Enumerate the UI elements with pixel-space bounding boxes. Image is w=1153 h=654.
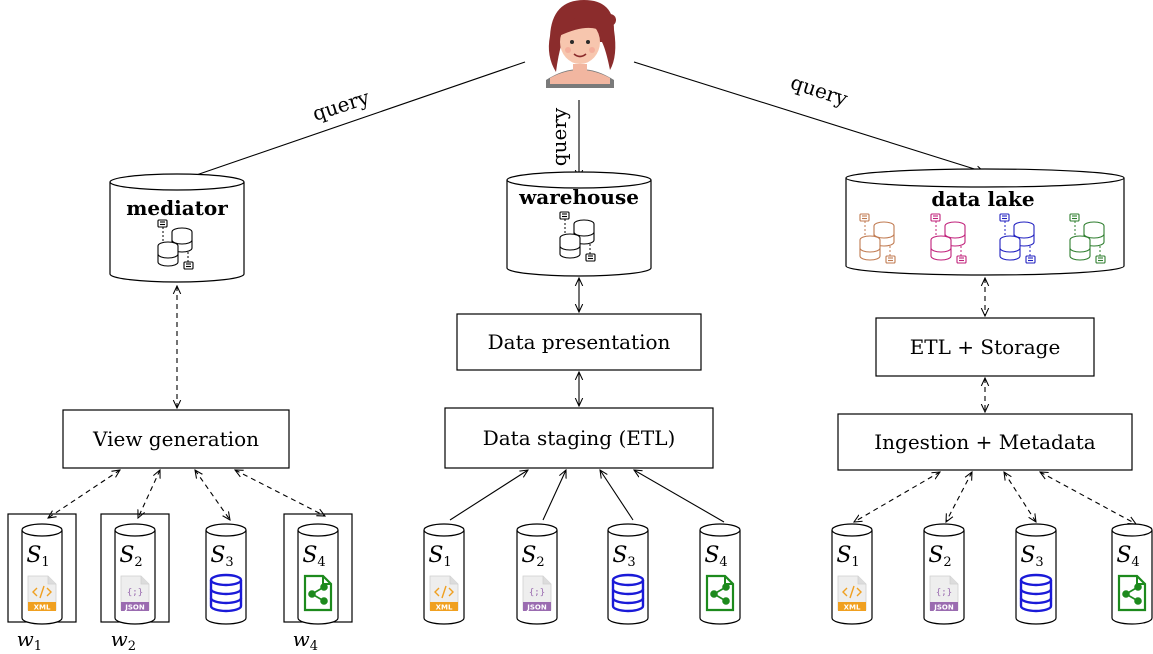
data-staging-box [444,407,714,469]
user-avatar-icon [546,0,616,88]
query-label-mediator: query [309,85,373,126]
query-label-datalake: query [788,70,852,111]
view-link-s2 [138,470,160,518]
svg-text:S1: S1 [836,543,859,570]
svg-text:S2: S2 [119,543,142,570]
svg-text:S1: S1 [26,543,49,570]
svg-text:S3: S3 [612,543,635,570]
query-edge-mediator [176,61,526,182]
wrapper-label-4: w4 [293,627,318,654]
svg-text:S1: S1 [428,543,451,570]
svg-text:S4: S4 [1116,543,1139,570]
ingestion-link-s4 [1040,472,1136,524]
etl-storage-box [875,317,1095,377]
datalake-source-s3: S3 [1015,523,1057,625]
view-link-s4 [235,470,325,516]
warehouse-source-s2: S2 [516,523,558,625]
warehouse-source-s3: S3 [607,523,649,625]
graph-file-icon [1117,574,1147,612]
mediator-source-s1: S1 [21,523,63,625]
etl-storage-label: ETL + Storage [910,335,1061,359]
svg-text:S4: S4 [704,543,727,570]
datalake-source-s4: S4 [1111,523,1153,625]
wrapper-label-2: w2 [111,627,136,654]
mediator-source-s3: S3 [205,523,247,625]
staging-link-s2 [542,470,566,521]
data-presentation-box [456,313,702,371]
query-edge-datalake [633,61,984,172]
graph-file-icon [705,574,735,612]
json-file-icon [929,575,959,612]
json-file-icon [120,575,150,612]
json-file-icon [522,575,552,612]
svg-text:S4: S4 [302,543,325,570]
xml-file-icon [429,575,459,613]
view-generation-label: View generation [92,427,259,451]
mediator-title: mediator [126,196,228,220]
ingestion-link-s3 [1004,472,1036,522]
ingestion-box [837,413,1133,471]
warehouse-source-s4: S4 [699,523,741,625]
ingestion-label: Ingestion + Metadata [874,430,1096,454]
view-generation-box [62,409,290,469]
data-presentation-label: Data presentation [488,330,671,354]
wrapper-label-1: w1 [17,627,42,654]
svg-text:S3: S3 [210,543,233,570]
svg-text:S3: S3 [1020,543,1043,570]
staging-link-s1 [449,470,528,521]
svg-text:S2: S2 [928,543,951,570]
datalake-title: data lake [931,187,1034,211]
query-label-warehouse: query [547,107,571,166]
mediator-source-s4: S4 [297,523,339,625]
datalake-source-s2: S2 [923,523,965,625]
staging-link-s3 [600,470,634,521]
svg-text:S2: S2 [521,543,544,570]
staging-link-s4 [634,470,725,523]
xml-file-icon [27,575,57,613]
warehouse-title: warehouse [518,185,639,209]
datalake-source-s1: S1 [831,523,873,625]
xml-file-icon [837,575,867,613]
mediator-source-s2: S2 [114,523,156,625]
graph-file-icon [303,574,333,612]
ingestion-link-s1 [854,472,940,522]
view-link-s1 [48,470,120,518]
data-staging-label: Data staging (ETL) [483,426,676,450]
ingestion-link-s2 [946,472,972,522]
view-link-s3 [195,470,230,520]
datalake-cylinder [845,168,1125,276]
warehouse-source-s1: S1 [423,523,465,625]
